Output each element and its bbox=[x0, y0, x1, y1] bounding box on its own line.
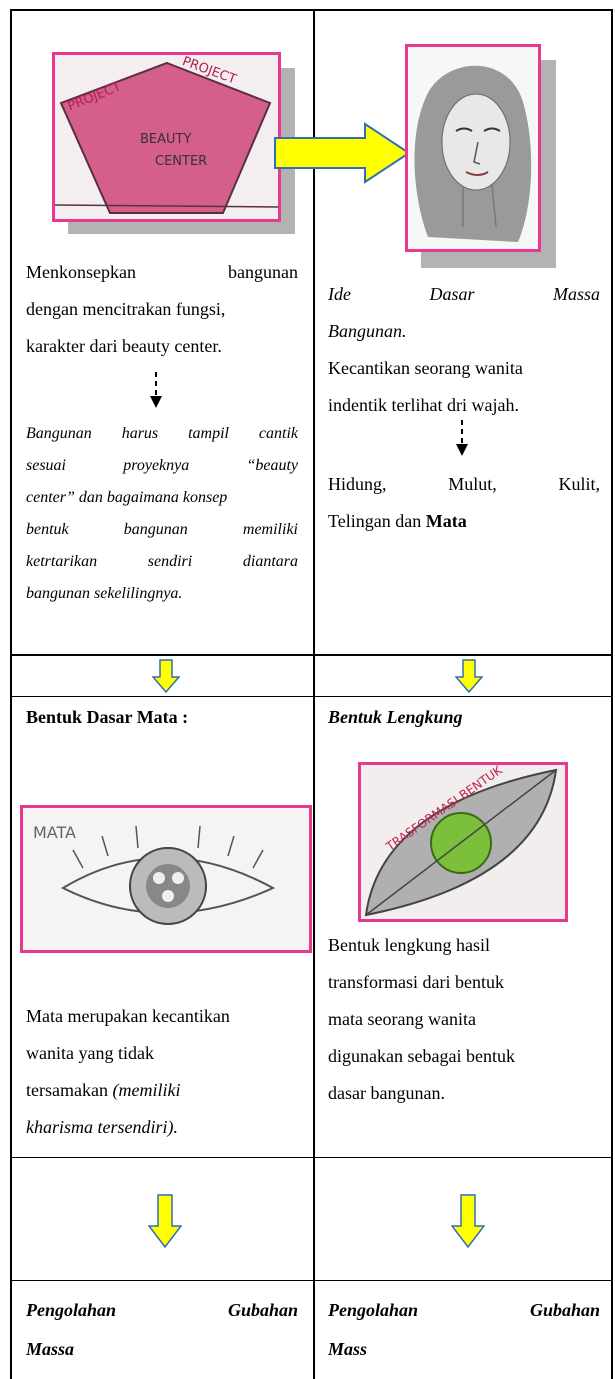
center-label: CENTER bbox=[155, 154, 207, 169]
table-column-divider bbox=[313, 9, 315, 1379]
table-row-divider-1 bbox=[10, 654, 613, 656]
eye-text-line-1: Mata merupakan kecantikan bbox=[26, 998, 306, 1035]
eye-text-line-3-italic: (memiliki bbox=[112, 1080, 180, 1100]
features-line-1: Hidung, Mulut, Kulit, bbox=[328, 466, 600, 503]
eye-sketch-image: MATA bbox=[20, 805, 312, 953]
dashed-down-arrow-icon bbox=[454, 420, 470, 458]
curve-text-line-4: digunakan sebagai bentuk bbox=[328, 1038, 608, 1075]
down-arrow-icon bbox=[152, 659, 180, 693]
down-arrow-icon bbox=[451, 1194, 485, 1248]
down-arrow-icon bbox=[148, 1194, 182, 1248]
table-border-top bbox=[10, 9, 613, 11]
curve-text-line-5: dasar bangunan. bbox=[328, 1075, 608, 1112]
mata-label: MATA bbox=[33, 823, 76, 842]
eye-text-line-3: tersamakan (memiliki bbox=[26, 1072, 306, 1109]
beauty-line-2: indentik terlihat dri wajah. bbox=[328, 387, 600, 424]
features-line-2-text: Telingan dan bbox=[328, 511, 426, 531]
curve-text-line-3: mata seorang wanita bbox=[328, 1001, 608, 1038]
table-row-divider-3 bbox=[10, 1157, 613, 1158]
massing-left-line-2: Massa bbox=[26, 1331, 298, 1368]
features-line-2-bold: Mata bbox=[426, 511, 467, 531]
right-arrow-icon bbox=[273, 122, 413, 184]
beauty-line-1: Kecantikan seorang wanita bbox=[328, 350, 600, 387]
massing-right-line-2: Mass bbox=[328, 1331, 600, 1368]
curve-transformation-image: TRASFORMASI BENTUK bbox=[358, 762, 568, 922]
table-border-left bbox=[10, 9, 12, 1379]
idea-line-2: Bangunan. bbox=[328, 313, 600, 350]
massing-left-line-1: Pengolahan Gubahan bbox=[26, 1292, 298, 1329]
eye-text-line-3-text: tersamakan bbox=[26, 1080, 112, 1100]
concept-line-2: dengan mencitrakan fungsi, bbox=[26, 291, 298, 328]
table-row-divider-4 bbox=[10, 1280, 613, 1281]
idea-line-1: Ide Dasar Massa bbox=[328, 276, 600, 313]
features-line-2: Telingan dan Mata bbox=[328, 503, 600, 540]
down-arrow-icon bbox=[455, 659, 483, 693]
curve-text-line-2: transformasi dari bentuk bbox=[328, 964, 608, 1001]
beauty-label: BEAUTY bbox=[140, 132, 191, 147]
eye-text-line-4: kharisma tersendiri). bbox=[26, 1109, 306, 1146]
pentagon-sketch-image: PROJECT PROJECT BEAUTY CENTER bbox=[52, 52, 281, 222]
dashed-down-arrow-icon bbox=[148, 372, 164, 410]
massing-right-line-1: Pengolahan Gubahan bbox=[328, 1292, 600, 1329]
italic-line-5: ketrtarikan sendiri diantara bbox=[26, 546, 298, 578]
concept-line-3: karakter dari beauty center. bbox=[26, 328, 298, 365]
eye-shape-heading: Bentuk Dasar Mata : bbox=[26, 699, 298, 736]
italic-line-6: bangunan sekelilingnya. bbox=[26, 578, 298, 610]
curve-shape-heading: Bentuk Lengkung bbox=[328, 699, 600, 736]
italic-line-3: center” dan bagaimana konsep bbox=[26, 482, 298, 514]
italic-line-1: Bangunan harus tampil cantik bbox=[26, 418, 298, 450]
curve-text-line-1: Bentuk lengkung hasil bbox=[328, 927, 608, 964]
italic-line-2: sesuai proyeknya “beauty bbox=[26, 450, 298, 482]
eye-text-line-2: wanita yang tidak bbox=[26, 1035, 306, 1072]
concept-line-1: Menkonsepkan bangunan bbox=[26, 254, 298, 291]
table-border-right bbox=[611, 9, 613, 1379]
woman-portrait-image bbox=[405, 44, 541, 252]
table-row-divider-2 bbox=[10, 696, 613, 697]
italic-line-4: bentuk bangunan memiliki bbox=[26, 514, 298, 546]
